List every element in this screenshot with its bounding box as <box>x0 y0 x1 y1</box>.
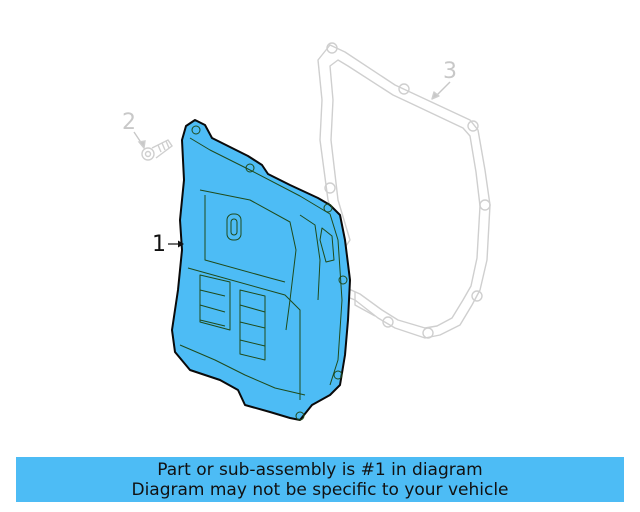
callout-number-3: 3 <box>443 59 457 84</box>
exploded-view-illustration <box>133 42 491 421</box>
part-info-banner: Part or sub-assembly is #1 in diagram Di… <box>16 457 624 502</box>
banner-line-part-number: Part or sub-assembly is #1 in diagram <box>157 459 483 480</box>
oil-pan-part-1[interactable] <box>168 119 351 421</box>
callout-number-1: 1 <box>152 232 166 257</box>
callout-number-2: 2 <box>122 110 136 135</box>
parts-diagram: 1 2 3 <box>122 42 491 421</box>
bolt-part-2[interactable] <box>133 131 173 161</box>
banner-line-disclaimer: Diagram may not be specific to your vehi… <box>131 479 509 500</box>
